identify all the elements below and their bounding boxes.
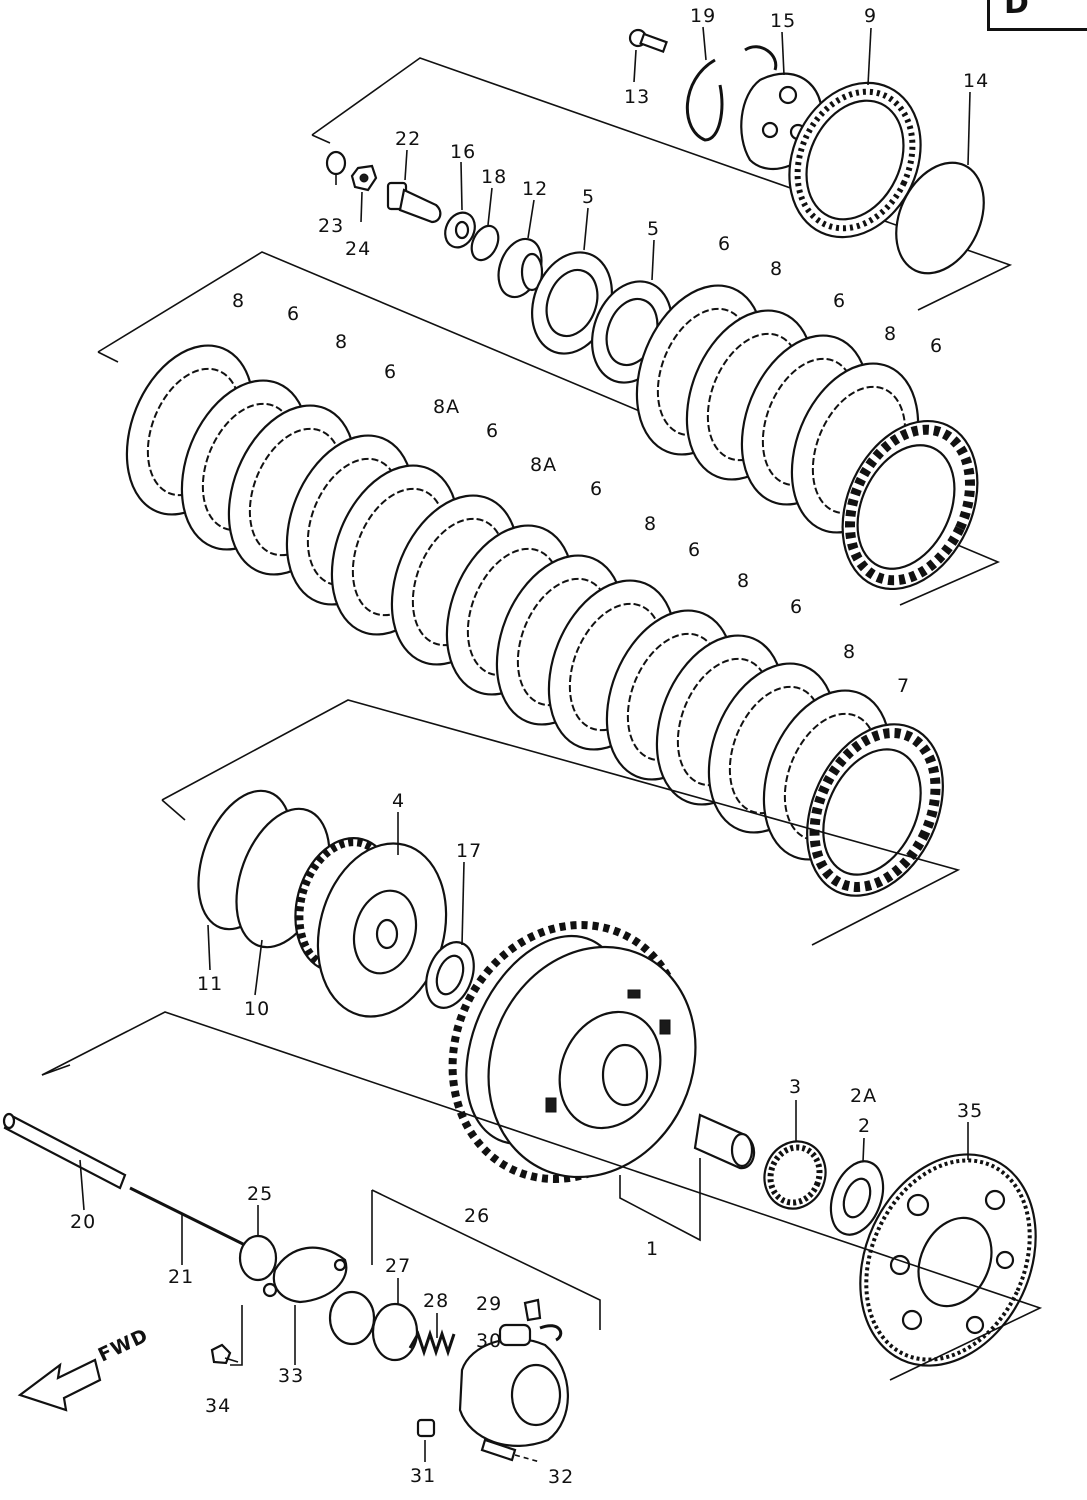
part-27-piston	[328, 1290, 419, 1362]
callout-16: 16	[450, 141, 476, 163]
part-13-bolt	[628, 28, 668, 54]
callout-8A1: 8A	[433, 396, 460, 418]
corner-tag-text: D	[1004, 0, 1029, 21]
part-3-needle-bearing	[693, 1113, 827, 1210]
diagram-corner-tag: D	[987, 0, 1087, 31]
part-30-cap	[539, 1324, 563, 1342]
callout-8a: 8	[770, 258, 783, 280]
callout-28: 28	[423, 1290, 449, 1312]
callout-23: 23	[318, 215, 344, 237]
callout-7: 7	[897, 675, 910, 697]
callout-24: 24	[345, 238, 371, 260]
callout-labels: 13 19 15 9 14 22 16 18 12 5 5 23 24 6 8 …	[70, 5, 989, 1488]
callout-25: 25	[247, 1183, 273, 1205]
callout-6h: 6	[688, 539, 701, 561]
callout-14: 14	[963, 70, 989, 92]
callout-32: 32	[548, 1466, 574, 1488]
leader-lines-lower	[79, 812, 969, 1462]
part-31-nut	[416, 1418, 436, 1438]
part-21-push-rod	[129, 1186, 246, 1247]
callout-6d: 6	[287, 303, 300, 325]
callout-20: 20	[70, 1211, 96, 1233]
callout-21: 21	[168, 1266, 194, 1288]
part-12-push-piece	[497, 237, 544, 299]
forward-arrow-icon	[17, 1358, 102, 1412]
bottom-bracket	[41, 1011, 1043, 1381]
callout-6g: 6	[590, 478, 603, 500]
callout-6a: 6	[718, 233, 731, 255]
callout-34: 34	[205, 1395, 231, 1417]
top-group-bracket	[311, 57, 1013, 311]
callout-2A: 2A	[850, 1085, 877, 1107]
callout-5b: 5	[647, 218, 660, 240]
callout-6e: 6	[384, 361, 397, 383]
callout-22: 22	[395, 128, 421, 150]
part-6-friction-plate-large	[841, 419, 979, 591]
callout-12: 12	[522, 178, 548, 200]
callout-10: 10	[244, 998, 270, 1020]
part-22-bolt	[386, 181, 442, 224]
clutch-plate-stack	[125, 284, 920, 861]
release-cylinder	[458, 1323, 569, 1447]
callout-19: 19	[690, 5, 716, 27]
callout-33: 33	[278, 1365, 304, 1387]
part-1-clutch-housing	[448, 921, 697, 1183]
hub-bracket	[161, 699, 961, 946]
callout-9: 9	[864, 5, 877, 27]
part-35-starter-gear	[859, 1153, 1037, 1367]
part-34-bolt	[210, 1343, 239, 1365]
part-2-thrust-washer	[829, 1160, 885, 1236]
part-25-oil-seal	[238, 1234, 278, 1282]
callout-6f: 6	[486, 420, 499, 442]
callout-1: 1	[646, 1238, 659, 1260]
callout-6c: 6	[930, 335, 943, 357]
callout-18: 18	[481, 166, 507, 188]
part-9-bearing	[788, 81, 922, 239]
callout-8g: 8	[843, 641, 856, 663]
part-7-friction-plate	[806, 723, 944, 897]
callout-8e: 8	[644, 513, 657, 535]
forward-direction-label: FWD	[95, 1324, 152, 1366]
callout-8c: 8	[232, 290, 245, 312]
part-20-push-rod	[2, 1112, 127, 1190]
callout-8f: 8	[737, 570, 750, 592]
callout-8b: 8	[884, 323, 897, 345]
part-19-clip	[685, 58, 724, 142]
callout-29: 29	[476, 1293, 502, 1315]
part-24-nut	[350, 164, 378, 192]
callout-3: 3	[789, 1076, 802, 1098]
callout-11: 11	[197, 973, 223, 995]
callout-6i: 6	[790, 596, 803, 618]
part-33-cover	[262, 1246, 348, 1304]
plate-stack-bracket	[97, 251, 1001, 606]
callout-27: 27	[385, 1255, 411, 1277]
part-26-bracket	[371, 1189, 601, 1330]
callout-35: 35	[957, 1100, 983, 1122]
callout-15: 15	[770, 10, 796, 32]
part-16-nut	[444, 211, 476, 249]
part-32-bolt	[480, 1438, 541, 1463]
callout-13: 13	[624, 86, 650, 108]
part-28-spring	[408, 1329, 456, 1357]
callout-5a: 5	[582, 186, 595, 208]
part-29-bleeder	[523, 1298, 542, 1322]
callout-26: 26	[464, 1205, 490, 1227]
part-14-ring	[895, 161, 985, 275]
callout-2: 2	[858, 1115, 871, 1137]
callout-8A2: 8A	[530, 454, 557, 476]
part-18-washer	[470, 224, 500, 262]
callout-4: 4	[392, 790, 405, 812]
part-23-washer	[325, 150, 347, 176]
callout-8d: 8	[335, 331, 348, 353]
leader-lines	[335, 26, 971, 281]
callout-17: 17	[456, 840, 482, 862]
callout-6b: 6	[833, 290, 846, 312]
callout-31: 31	[410, 1465, 436, 1487]
part-4-sleeve-hub	[294, 837, 448, 1018]
callout-30: 30	[476, 1330, 502, 1352]
